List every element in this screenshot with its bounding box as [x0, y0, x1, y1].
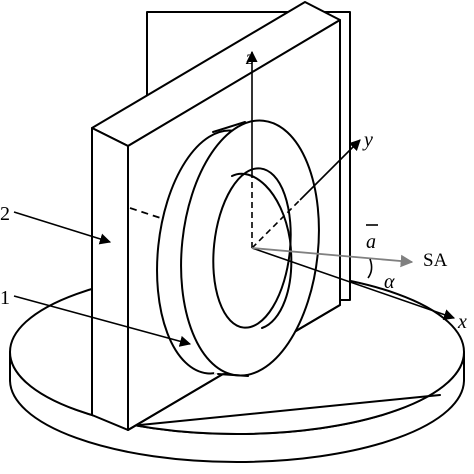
y-axis: [299, 139, 361, 201]
ring-band-top-edge: [212, 121, 246, 133]
plate-base-seam: [139, 394, 441, 426]
callout-arrow-2: [13, 211, 112, 245]
vector-sa: [251, 247, 414, 268]
label-y: y: [362, 129, 373, 151]
callout-arrow-1: [13, 295, 192, 347]
y-axis-inner: [251, 199, 301, 249]
front-plate-front-face: [91, 127, 129, 431]
callouts: [13, 211, 192, 347]
axes: [246, 50, 456, 320]
ring-part-1: [156, 119, 320, 377]
ring-band-bottom-edge: [217, 373, 249, 377]
label-x: x: [457, 311, 467, 333]
label-part-2: 2: [0, 203, 10, 225]
label-a: a: [366, 231, 376, 253]
label-part-1: 1: [0, 287, 10, 309]
label-sa: SA: [423, 250, 448, 271]
labels: z y x a SA α 2 1: [0, 47, 467, 333]
label-z: z: [245, 47, 254, 69]
label-alpha: α: [384, 271, 395, 293]
x-axis: [251, 247, 456, 320]
alpha-arc: [367, 258, 373, 279]
